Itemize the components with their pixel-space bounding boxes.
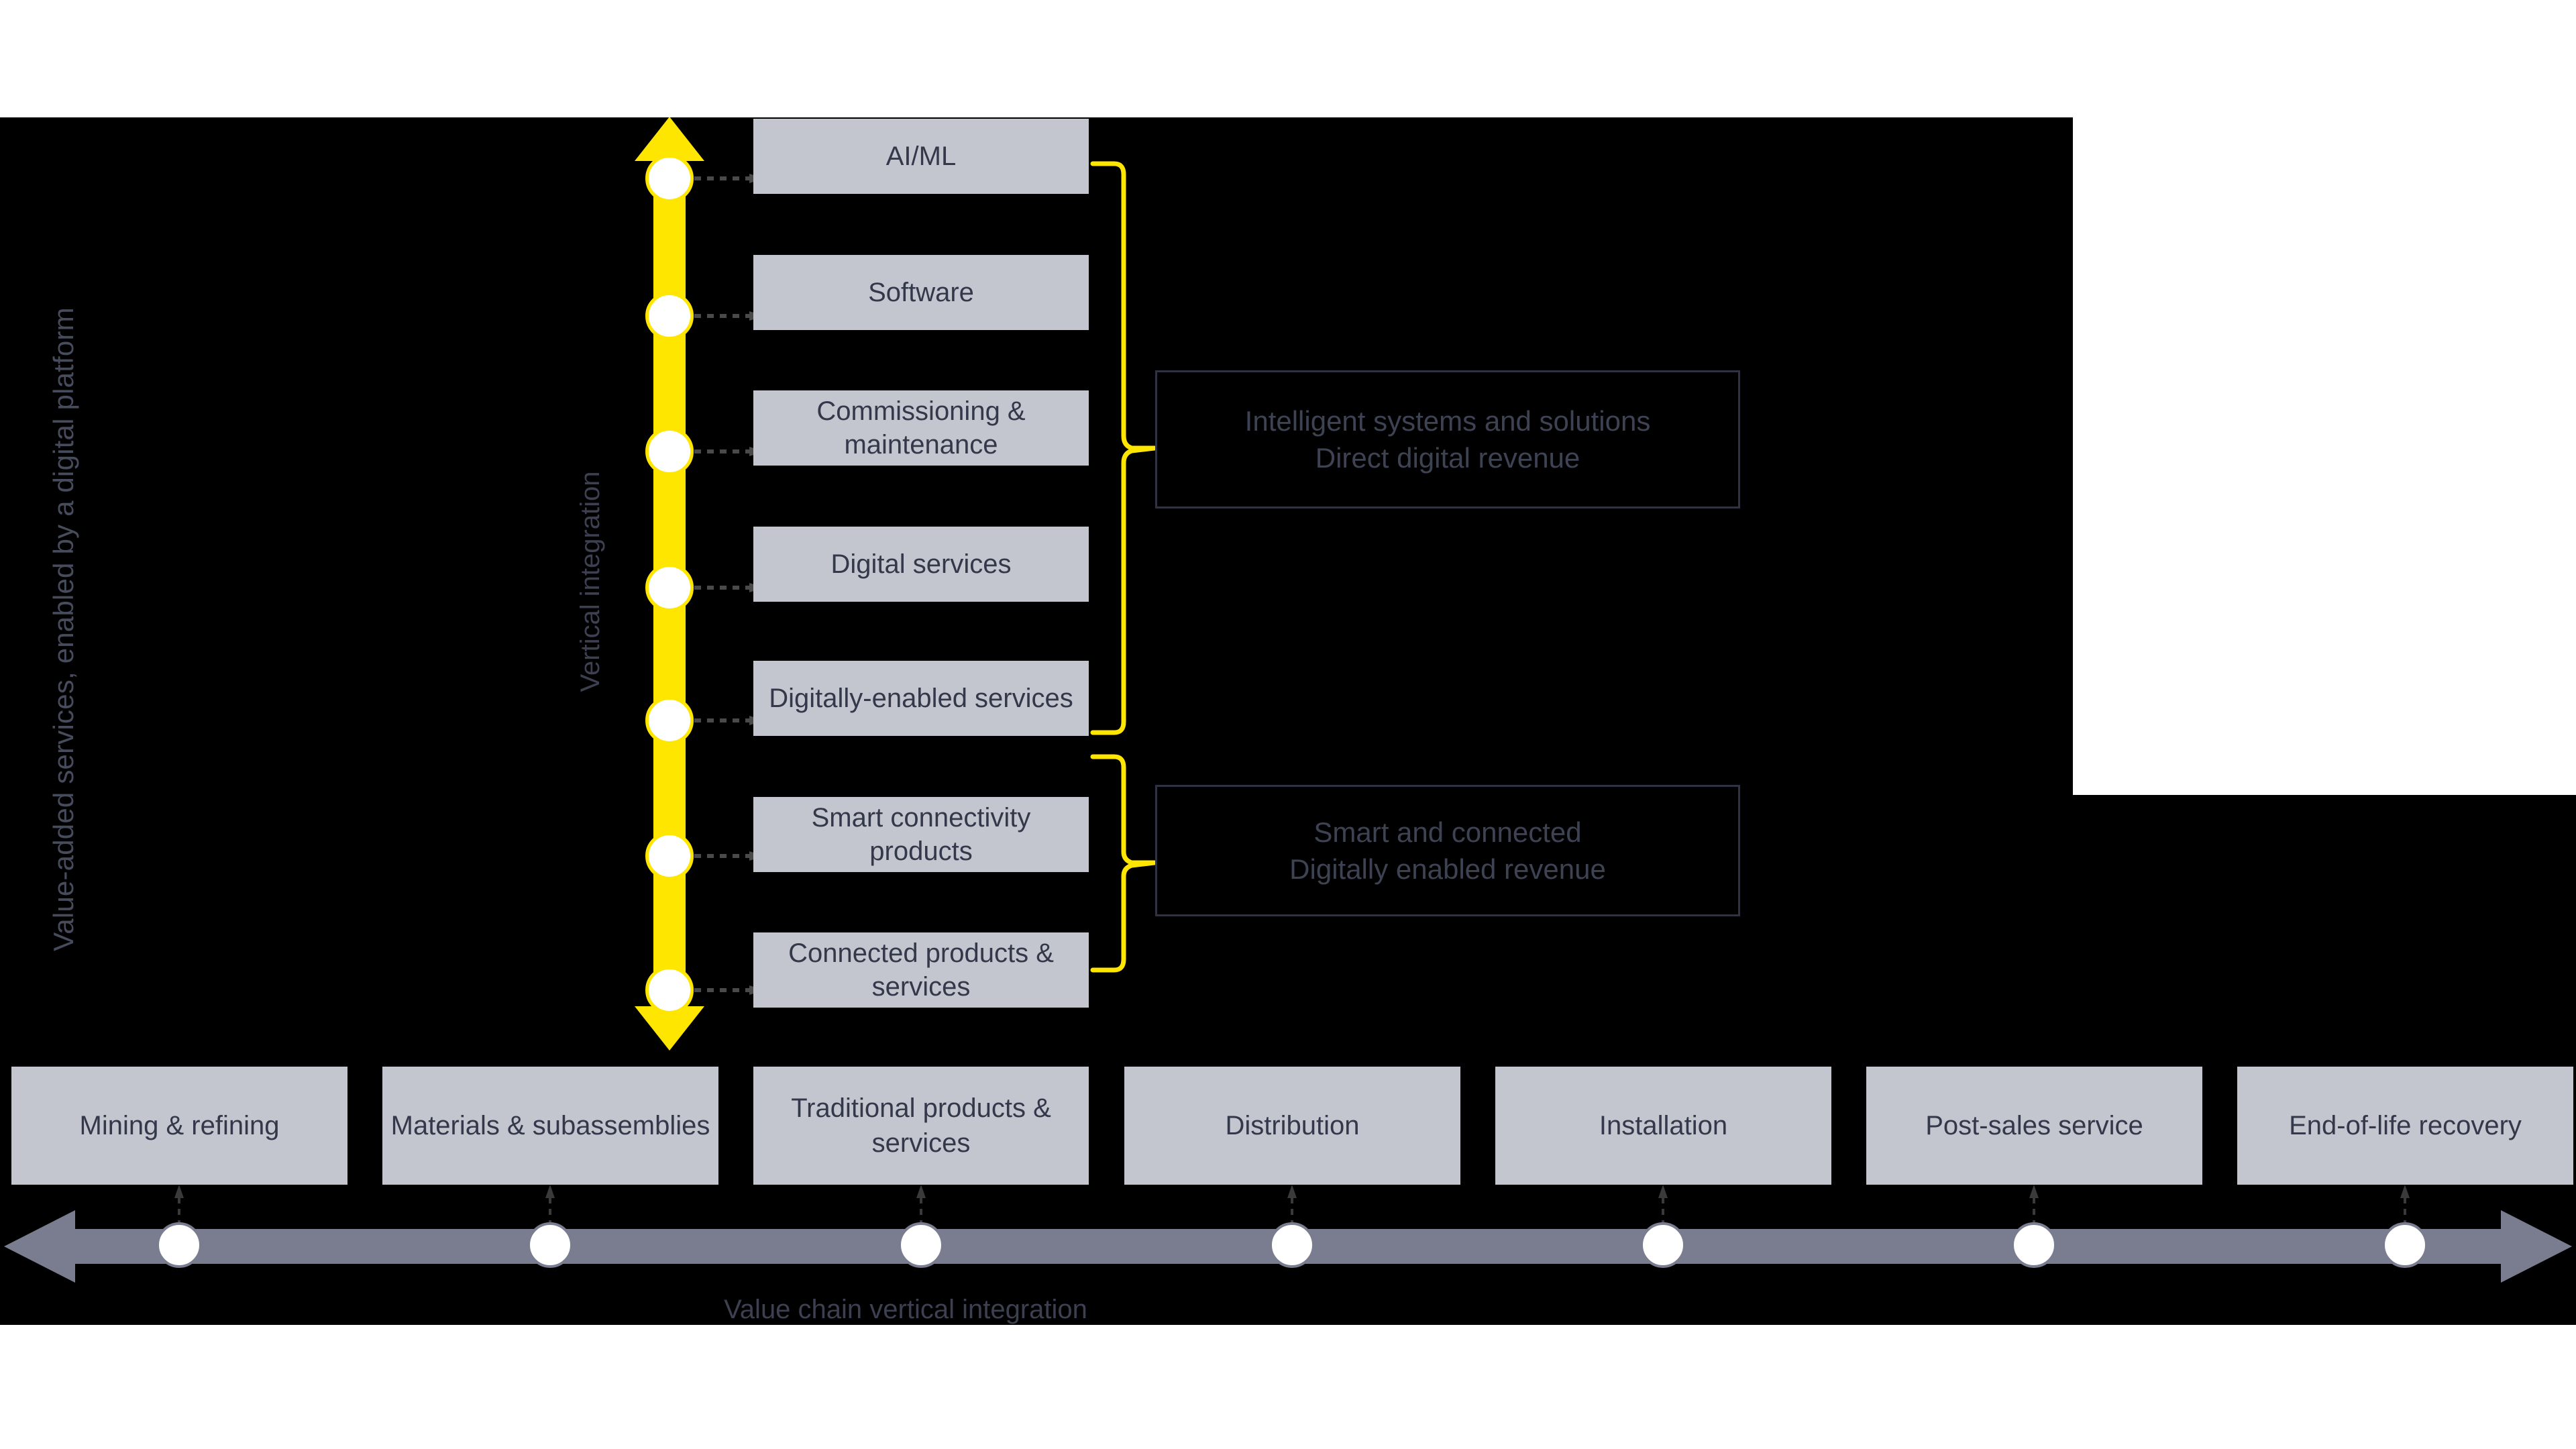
value-chain-box-installation[interactable]: Installation: [1495, 1067, 1831, 1185]
value-chain-label: End-of-life recovery: [2289, 1111, 2522, 1140]
annotation-line-1: Smart and connected: [1313, 816, 1582, 848]
value-chain-label: Installation: [1599, 1111, 1728, 1140]
node-dot-icon: [645, 427, 694, 476]
annotation-intelligent-systems: Intelligent systems and solutions Direct…: [1155, 370, 1740, 508]
node-dot-icon: [2011, 1222, 2057, 1268]
dashed-arrow-icon: [916, 1185, 926, 1226]
value-chain-label: Distribution: [1225, 1111, 1360, 1140]
node-dot-icon: [645, 832, 694, 880]
dashed-arrow-icon: [545, 1185, 555, 1226]
capability-label: Commissioning & maintenance: [816, 396, 1026, 460]
node-dot-icon: [645, 292, 694, 340]
value-chain-box-materials-subassemblies[interactable]: Materials & subassemblies: [382, 1067, 718, 1185]
value-chain-label: Mining & refining: [79, 1111, 280, 1140]
capability-label: Smart connectivity products: [811, 802, 1031, 866]
node-dot-icon: [645, 966, 694, 1014]
capability-box-software[interactable]: Software: [753, 255, 1089, 330]
capability-label: Software: [868, 277, 974, 307]
node-dot-icon: [645, 154, 694, 203]
capability-box-smart-connectivity-products[interactable]: Smart connectivity products: [753, 797, 1089, 872]
node-dot-icon: [645, 696, 694, 745]
capability-label: Connected products & services: [788, 938, 1054, 1002]
value-chain-box-traditional-products-services[interactable]: Traditional products & services: [753, 1067, 1089, 1185]
capability-box-digital-services[interactable]: Digital services: [753, 527, 1089, 602]
node-dot-icon: [2382, 1222, 2428, 1268]
capability-box-digitally-enabled-services[interactable]: Digitally-enabled services: [753, 661, 1089, 736]
node-dot-icon: [156, 1222, 202, 1268]
value-chain-box-end-of-life-recovery[interactable]: End-of-life recovery: [2237, 1067, 2573, 1185]
node-dot-icon: [645, 564, 694, 612]
horizontal-axis-label: Value chain vertical integration: [724, 1295, 1087, 1324]
capability-box-connected-products-services[interactable]: Connected products & services: [753, 932, 1089, 1008]
value-chain-box-post-sales-service[interactable]: Post-sales service: [1866, 1067, 2202, 1185]
capability-label: AI/ML: [885, 141, 957, 171]
dashed-arrow-icon: [2400, 1185, 2410, 1226]
annotation-line-1: Intelligent systems and solutions: [1244, 405, 1651, 437]
dashed-arrow-icon: [1287, 1185, 1297, 1226]
annotation-line-2: Digitally enabled revenue: [1289, 853, 1606, 885]
capability-box-ai-ml[interactable]: AI/ML: [753, 119, 1089, 194]
value-chain-box-mining-refining[interactable]: Mining & refining: [11, 1067, 347, 1185]
dashed-arrow-icon: [2029, 1185, 2039, 1226]
value-chain-label: Traditional products & services: [791, 1093, 1051, 1158]
dashed-arrow-icon: [1658, 1185, 1668, 1226]
value-chain-box-distribution[interactable]: Distribution: [1124, 1067, 1460, 1185]
node-dot-icon: [898, 1222, 944, 1268]
node-dot-icon: [1269, 1222, 1315, 1268]
dashed-arrow-icon: [174, 1185, 184, 1226]
annotation-line-2: Direct digital revenue: [1315, 442, 1580, 474]
side-axis-label: Value-added services, enabled by a digit…: [48, 307, 79, 951]
capability-label: Digitally-enabled services: [769, 683, 1073, 713]
curly-bracket-icon: [1090, 754, 1157, 973]
capability-label: Digital services: [830, 549, 1012, 579]
value-chain-label: Post-sales service: [1925, 1111, 2143, 1140]
node-dot-icon: [527, 1222, 573, 1268]
vertical-axis-label: Vertical integration: [575, 471, 605, 692]
annotation-smart-and-connected: Smart and connected Digitally enabled re…: [1155, 785, 1740, 916]
capability-box-commissioning-maintenance[interactable]: Commissioning & maintenance: [753, 390, 1089, 466]
value-chain-label: Materials & subassemblies: [390, 1111, 710, 1140]
node-dot-icon: [1640, 1222, 1686, 1268]
curly-bracket-icon: [1090, 161, 1157, 735]
